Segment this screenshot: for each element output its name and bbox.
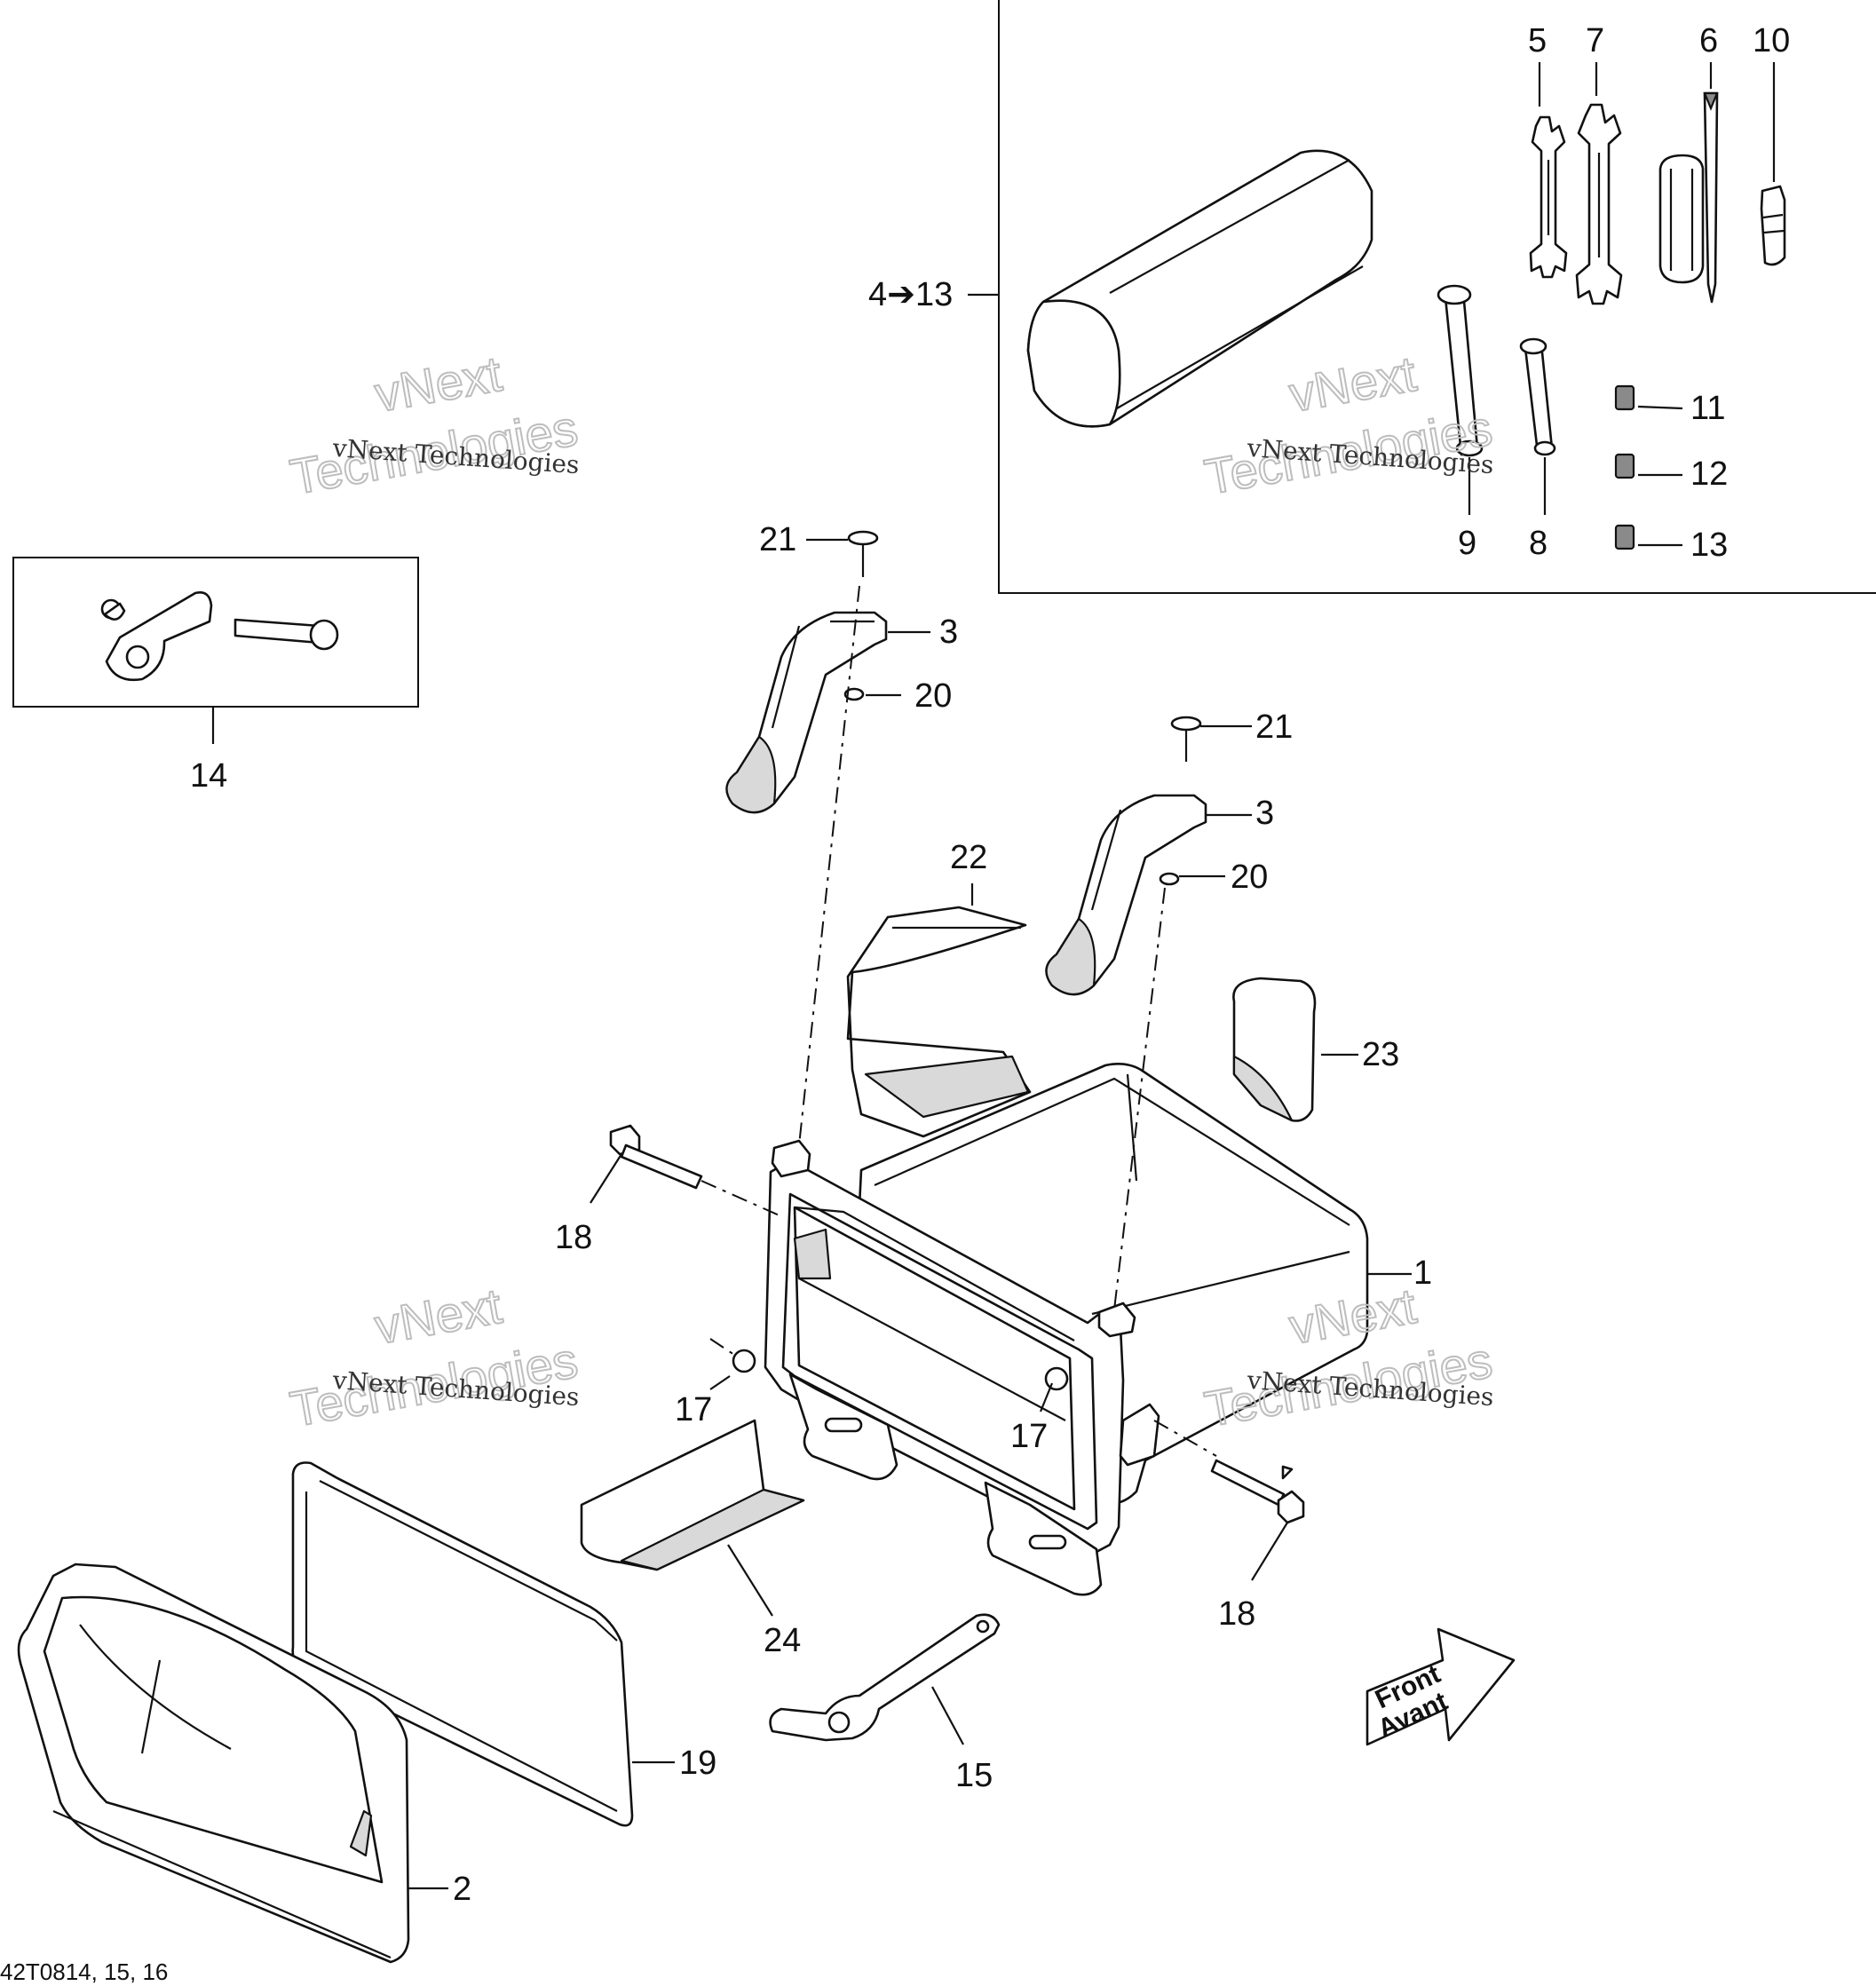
callout-12: 12 bbox=[1690, 455, 1728, 493]
callout-20-left: 20 bbox=[914, 677, 952, 715]
fuse-11 bbox=[1614, 384, 1683, 411]
callout-21-right: 21 bbox=[1255, 708, 1293, 746]
drawing-code: 42T0814, 15, 16 bbox=[0, 1958, 168, 1985]
callout-10: 10 bbox=[1753, 22, 1790, 59]
handle-3-right bbox=[1045, 716, 1207, 996]
fuse-13 bbox=[1614, 524, 1682, 550]
callout-3-right: 3 bbox=[1255, 795, 1274, 832]
bolt-18-right bbox=[1210, 1459, 1305, 1524]
callout-4-13: 4➔13 bbox=[868, 276, 953, 313]
socket-wrench-8 bbox=[1519, 337, 1556, 456]
callout-13: 13 bbox=[1690, 526, 1728, 564]
screwdriver-6 bbox=[1658, 91, 1719, 304]
bracket-14 bbox=[100, 591, 339, 682]
callout-20-right: 20 bbox=[1231, 858, 1268, 896]
fuse-12 bbox=[1614, 453, 1682, 479]
callout-14: 14 bbox=[190, 757, 227, 795]
callout-2: 2 bbox=[453, 1871, 471, 1908]
watermark-top-left: vNext Technologies vNext Technologies bbox=[285, 344, 582, 506]
tool-10 bbox=[1760, 185, 1786, 266]
watermark-big-1: vNext bbox=[371, 345, 506, 423]
front-arrow: Front Avant bbox=[1365, 1627, 1516, 1746]
callout-15: 15 bbox=[955, 1757, 993, 1794]
tool-15 bbox=[769, 1613, 1001, 1742]
foam-22 bbox=[846, 906, 1032, 1138]
tool-bag bbox=[1026, 149, 1373, 428]
handle-3-left bbox=[725, 530, 888, 814]
storage-box-1 bbox=[732, 1063, 1369, 1596]
callout-5: 5 bbox=[1528, 22, 1547, 59]
bracket-kit-frame bbox=[12, 557, 419, 744]
callout-18-left: 18 bbox=[555, 1219, 592, 1256]
watermark-big-3: vNext bbox=[1286, 345, 1421, 423]
callout-6: 6 bbox=[1699, 22, 1718, 59]
callout-18-right: 18 bbox=[1218, 1595, 1255, 1633]
watermark-big-5: vNext bbox=[371, 1278, 506, 1355]
tool-kit-frame bbox=[968, 0, 1876, 594]
socket-wrench-9 bbox=[1437, 284, 1484, 466]
callout-24: 24 bbox=[764, 1622, 801, 1659]
callout-22: 22 bbox=[950, 839, 987, 876]
foam-23 bbox=[1232, 977, 1317, 1122]
watermark-bottom-left: vNext Technologies vNext Technologies bbox=[285, 1277, 582, 1438]
callout-7: 7 bbox=[1586, 22, 1604, 59]
leader-lines bbox=[408, 538, 1412, 1890]
alignment-lines bbox=[701, 585, 1217, 1457]
callout-23: 23 bbox=[1362, 1036, 1399, 1073]
callout-21-left: 21 bbox=[759, 521, 796, 558]
callout-3-left: 3 bbox=[939, 613, 958, 651]
foam-24 bbox=[580, 1419, 805, 1571]
bolt-18-left bbox=[609, 1124, 703, 1190]
wrench-7 bbox=[1575, 103, 1623, 305]
callout-19: 19 bbox=[679, 1745, 716, 1782]
gasket-19 bbox=[291, 1461, 634, 1827]
callout-9: 9 bbox=[1458, 525, 1476, 562]
callout-17-right: 17 bbox=[1010, 1418, 1048, 1455]
wrench-5 bbox=[1529, 115, 1568, 279]
callout-17-left: 17 bbox=[675, 1391, 712, 1428]
callout-11: 11 bbox=[1690, 390, 1725, 427]
callout-1: 1 bbox=[1413, 1254, 1432, 1292]
toolkit-leaders bbox=[1468, 62, 1776, 515]
callout-8: 8 bbox=[1529, 525, 1548, 562]
lid-2 bbox=[17, 1563, 410, 1964]
callout-labels: 1 2 3 3 4➔13 5 7 6 10 9 8 11 12 13 14 15… bbox=[190, 22, 1790, 1908]
